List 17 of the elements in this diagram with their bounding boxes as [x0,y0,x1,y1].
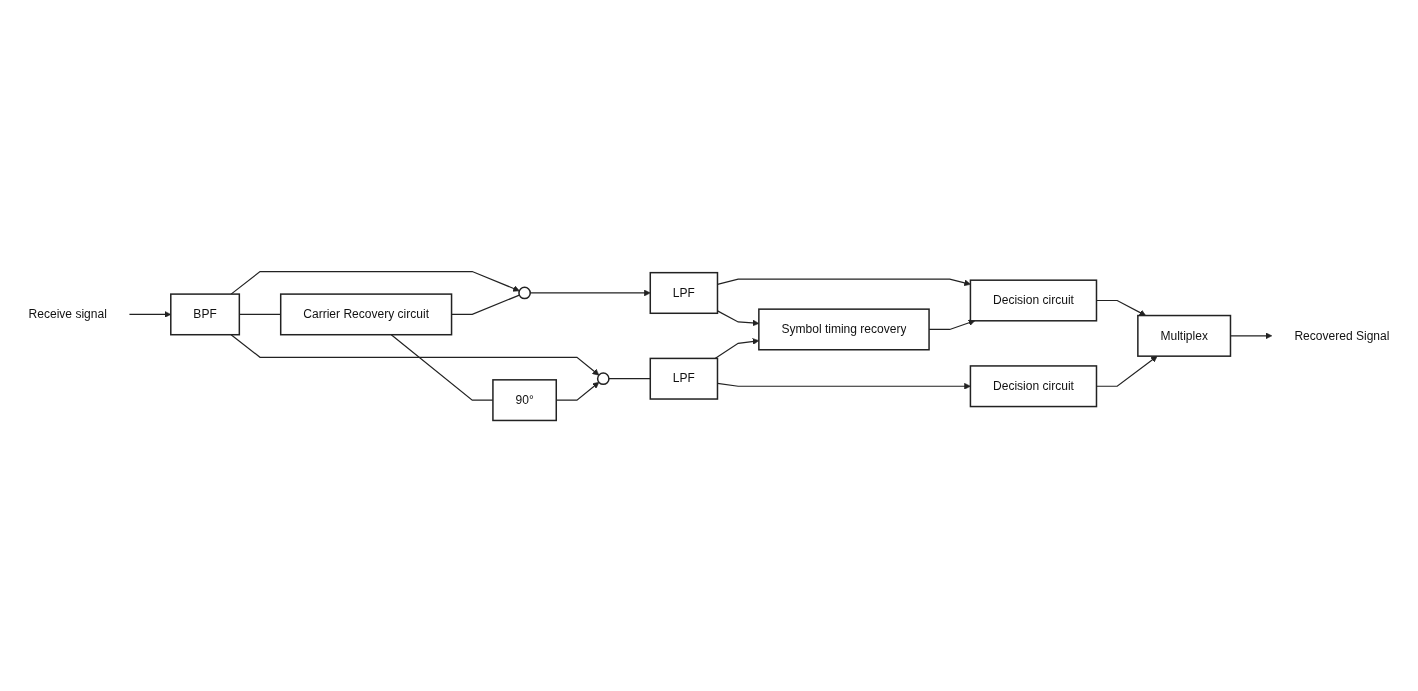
node-text: Recovered Signal [1294,328,1390,342]
node-box: LPF [649,271,719,314]
arrow [529,289,651,296]
node-box: Multiplex [1137,314,1232,357]
connector [608,377,651,379]
node-box: Symbol timing recovery [758,307,930,350]
arrow [230,270,520,295]
node-box: LPF [649,357,719,400]
node-circle [596,371,610,385]
node-box: Decision circuit [969,364,1098,407]
node-box: Carrier Recovery circuit [279,292,453,335]
arrow [230,333,600,375]
node-box: 90° [492,378,557,421]
node-box: Decision circuit [969,278,1098,322]
node-box: BPF [170,292,241,335]
node-circle [518,286,531,299]
node-text: Receive signal [28,307,107,320]
